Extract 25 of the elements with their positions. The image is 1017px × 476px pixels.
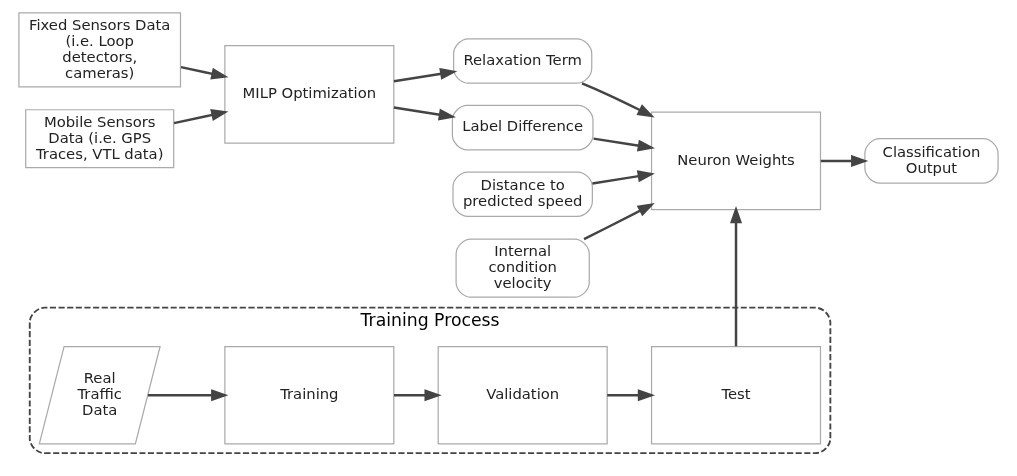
node-box: Neuron Weights xyxy=(650,111,822,211)
node-box: Training xyxy=(224,345,395,445)
arrow xyxy=(729,206,743,347)
arrow xyxy=(592,170,655,185)
node-box: Validation xyxy=(437,345,608,445)
arrow xyxy=(581,82,655,118)
node-box: Relaxation Term xyxy=(453,38,593,84)
node-box: Test xyxy=(650,345,822,445)
arrow xyxy=(820,154,869,167)
node-box: Label Difference xyxy=(451,104,594,151)
arrow xyxy=(180,65,229,80)
arrow xyxy=(593,137,655,152)
arrow xyxy=(393,389,442,402)
node-box: Distance to predicted speed xyxy=(452,171,593,218)
node-box: Mobile Sensors Data (i.e. GPS Traces, VTL data) xyxy=(25,109,175,169)
node-box: MILP Optimization xyxy=(224,45,395,144)
arrow xyxy=(173,109,229,125)
arrow xyxy=(607,389,656,402)
arrow xyxy=(147,389,229,402)
arrow xyxy=(583,203,655,241)
arrow xyxy=(393,67,458,83)
node-box: Internal condition velocity xyxy=(455,238,590,298)
arrow xyxy=(393,106,456,121)
node-box: Classification Output xyxy=(864,138,999,184)
node-box: Fixed Sensors Data (i.e. Loop detectors, cameras) xyxy=(18,12,182,88)
